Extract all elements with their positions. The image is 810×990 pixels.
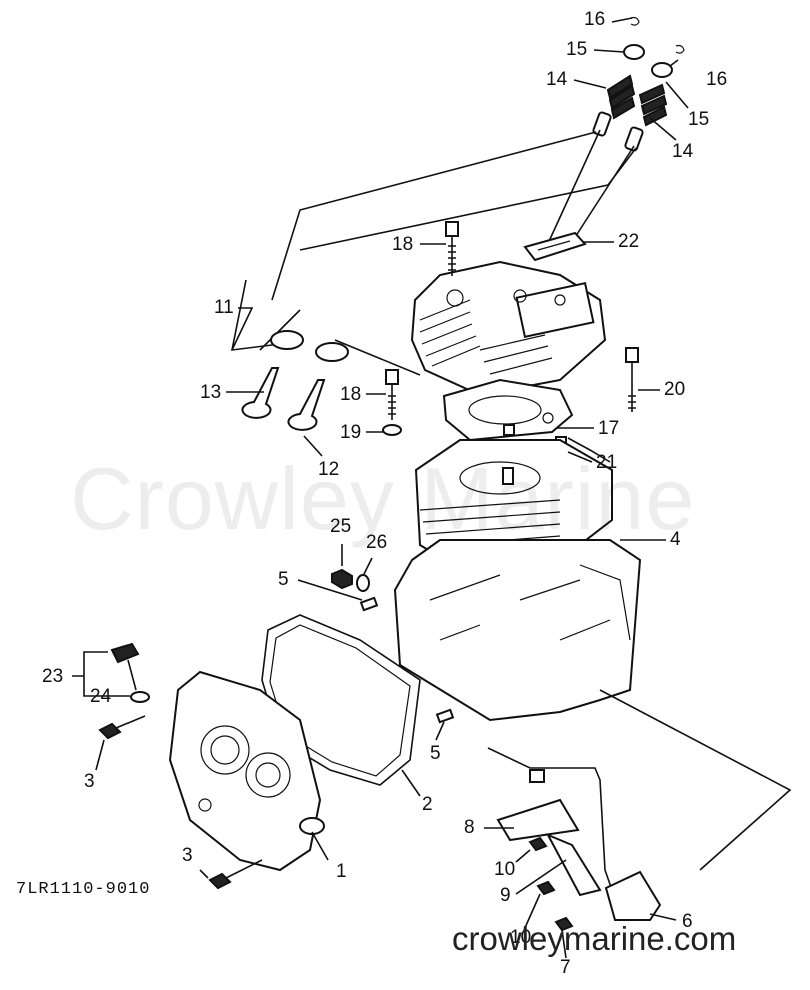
plate-6: [604, 870, 662, 921]
callout-13: 13: [200, 382, 222, 403]
valve-seal-11-a: [270, 330, 304, 350]
retainer-15-b: [651, 62, 673, 78]
spring-14-a: [606, 74, 636, 120]
callout-18-b: 18: [340, 384, 362, 405]
callout-3-a: 3: [84, 771, 95, 792]
callout-11: 11: [214, 297, 234, 318]
callout-22: 22: [618, 231, 640, 252]
callout-17: 17: [598, 418, 620, 439]
footer-url: crowleymarine.com: [452, 920, 737, 957]
callout-8: 8: [464, 817, 475, 838]
callout-19: 19: [340, 422, 362, 443]
bolt-3-a: [98, 722, 122, 740]
screw-10-b: [536, 880, 556, 896]
callout-18-a: 18: [392, 234, 414, 255]
screw-10-a: [528, 836, 548, 852]
callout-16-a: 16: [584, 9, 606, 30]
valve-12: [287, 379, 326, 431]
dipstick-23: [110, 642, 140, 664]
washer-19: [382, 424, 402, 436]
callout-3-b: 3: [182, 845, 193, 866]
spring-14-b: [638, 83, 668, 127]
keeper-16-a: [630, 16, 640, 26]
cylinder-head: [410, 231, 607, 397]
valve-seal-11-b: [315, 342, 349, 362]
callout-7: 7: [560, 957, 571, 978]
gasket-22: [523, 231, 587, 262]
callout-26: 26: [366, 532, 388, 553]
part-number: 7LR1110-9010: [16, 880, 151, 899]
callout-6: 6: [682, 911, 693, 932]
cylinder-block: [393, 439, 642, 722]
dowel-21-a: [503, 424, 515, 436]
dowel-5-b: [435, 708, 455, 724]
bolt-25: [331, 568, 353, 590]
callout-1: 1: [336, 861, 347, 882]
small-fasteners: [331, 568, 455, 724]
callout-16-b: 16: [706, 69, 728, 90]
leader-lines: [72, 17, 689, 959]
callout-10-a: 10: [494, 859, 516, 880]
callout-14-b: 14: [672, 141, 694, 162]
callout-21: 21: [596, 452, 618, 473]
oil-filler: [98, 642, 263, 890]
washer-26: [356, 574, 370, 592]
callout-12: 12: [318, 459, 340, 480]
callout-5-b: 5: [430, 743, 441, 764]
retainer-15-a: [623, 44, 645, 60]
dowel-5-a: [359, 596, 379, 612]
callout-9: 9: [500, 885, 511, 906]
valve-spring-assembly: [271, 16, 685, 301]
bolt-3-b: [208, 872, 232, 890]
callout-5-a: 5: [278, 569, 289, 590]
valve-guide-b: [624, 126, 644, 152]
crankcase-cover: [168, 670, 325, 872]
head-bolts: [382, 221, 639, 436]
valve-13: [241, 367, 280, 419]
callout-15-b: 15: [688, 109, 710, 130]
watermark: Crowley Marine: [70, 449, 696, 548]
governor-linkage: [487, 689, 792, 932]
screw-7: [554, 916, 574, 932]
oring-24: [130, 691, 150, 703]
callout-23: 23: [42, 666, 64, 687]
callout-10-b: 10: [510, 927, 532, 948]
callout-4: 4: [670, 529, 681, 550]
callout-2: 2: [422, 794, 433, 815]
callout-24: 24: [90, 686, 112, 707]
callout-14-a: 14: [546, 69, 568, 90]
callout-15-a: 15: [566, 39, 588, 60]
valves: [230, 279, 421, 431]
bracket-8: [496, 798, 580, 842]
callout-25: 25: [330, 516, 352, 537]
keeper-16-b: [675, 44, 685, 54]
lever-9: [545, 833, 602, 897]
callout-20: 20: [664, 379, 686, 400]
